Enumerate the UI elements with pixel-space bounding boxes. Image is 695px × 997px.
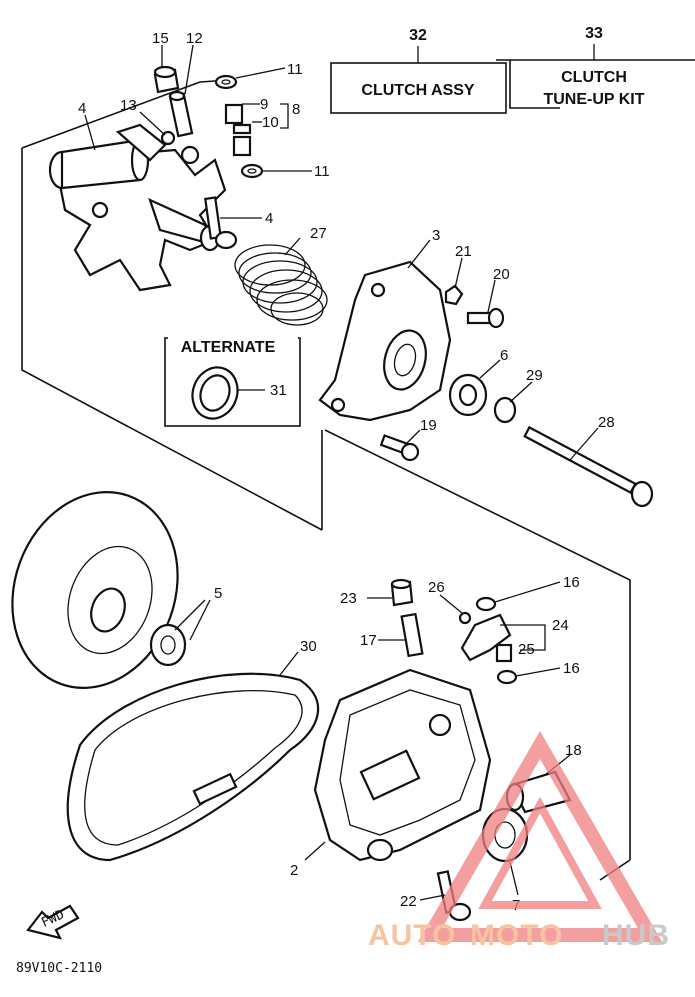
alternate-box: ALTERNATE 31 — [164, 333, 301, 427]
watermark-hub: HUB — [602, 919, 670, 952]
callout-24: 24 — [552, 617, 569, 634]
cap-15 — [153, 65, 180, 94]
bolt-28 — [523, 425, 654, 508]
pin-17 — [400, 612, 424, 658]
callout-23: 23 — [340, 590, 357, 607]
callout-11b: 11 — [314, 163, 330, 180]
callout-6: 6 — [500, 347, 508, 364]
watermark-auto: AUTO — [368, 919, 456, 952]
nut-21 — [444, 284, 464, 306]
automotohub-watermark: AUTO MOTO HUB — [368, 731, 670, 952]
callout-26: 26 — [428, 579, 445, 596]
callout-16a: 16 — [563, 574, 580, 591]
sheave-disk — [11, 491, 179, 689]
callout-19: 19 — [420, 417, 437, 434]
callout-8: 8 — [292, 101, 300, 118]
watermark-moto: MOTO — [470, 919, 563, 952]
washers-11 — [214, 74, 264, 179]
callout-16b: 16 — [563, 660, 580, 677]
clutch-assy-callout: 32 CLUTCH ASSY — [330, 27, 507, 114]
callout-22: 22 — [400, 893, 417, 910]
ref-32: 32 — [409, 27, 427, 44]
weight-24-25 — [460, 613, 513, 663]
callout-4b: 4 — [265, 210, 273, 227]
callout-13: 13 — [120, 97, 137, 114]
callout-2: 2 — [290, 862, 298, 879]
callout-9: 9 — [260, 96, 268, 113]
callout-28: 28 — [598, 414, 615, 431]
clutch-tune-up-kit-callout: 33 CLUTCH TUNE-UP KIT — [543, 25, 644, 108]
clutch-tune-up-label-2: TUNE-UP KIT — [543, 91, 644, 108]
callout-11a: 11 — [287, 61, 303, 78]
pin-12 — [168, 90, 194, 138]
bolt-20 — [466, 307, 505, 329]
callout-15: 15 — [152, 30, 169, 47]
clutch-housing-2 — [313, 668, 492, 862]
clutch-assy-label: CLUTCH ASSY — [361, 82, 475, 99]
callout-20: 20 — [493, 266, 510, 283]
bushing-6 — [448, 373, 488, 417]
callout-5: 5 — [214, 585, 222, 602]
alternate-title: ALTERNATE — [181, 339, 276, 356]
callout-25: 25 — [518, 641, 535, 658]
bolt-19 — [379, 434, 420, 462]
screw-26 — [458, 611, 472, 625]
callout-21: 21 — [455, 243, 472, 260]
diagram-code: 89V10C-2110 — [16, 961, 102, 976]
callout-30: 30 — [300, 638, 317, 655]
callout-27: 27 — [310, 225, 327, 242]
callout-12: 12 — [186, 30, 203, 47]
ref-33: 33 — [585, 25, 603, 42]
callout-3: 3 — [432, 227, 440, 244]
cover-3 — [318, 260, 452, 422]
callout-4a: 4 — [78, 100, 86, 117]
callout-17: 17 — [360, 632, 377, 649]
callout-18: 18 — [565, 742, 582, 759]
assembly-frame — [21, 59, 695, 881]
bushing-5 — [149, 623, 187, 667]
ring-29 — [493, 396, 517, 424]
clutch-tune-up-label-1: CLUTCH — [561, 69, 627, 86]
fwd-arrow-icon: FWD — [26, 904, 80, 940]
cap-23 — [390, 578, 414, 607]
drive-belt-30 — [66, 672, 320, 862]
callout-10: 10 — [262, 114, 279, 131]
roller-9-10 — [224, 103, 252, 157]
leader-lines — [84, 44, 599, 901]
spider-assembly — [48, 123, 227, 292]
bolt-4 — [204, 196, 238, 250]
spring-27 — [234, 244, 328, 326]
ref-31: 31 — [270, 382, 287, 399]
callout-29: 29 — [526, 367, 543, 384]
washers-16 — [475, 596, 518, 685]
